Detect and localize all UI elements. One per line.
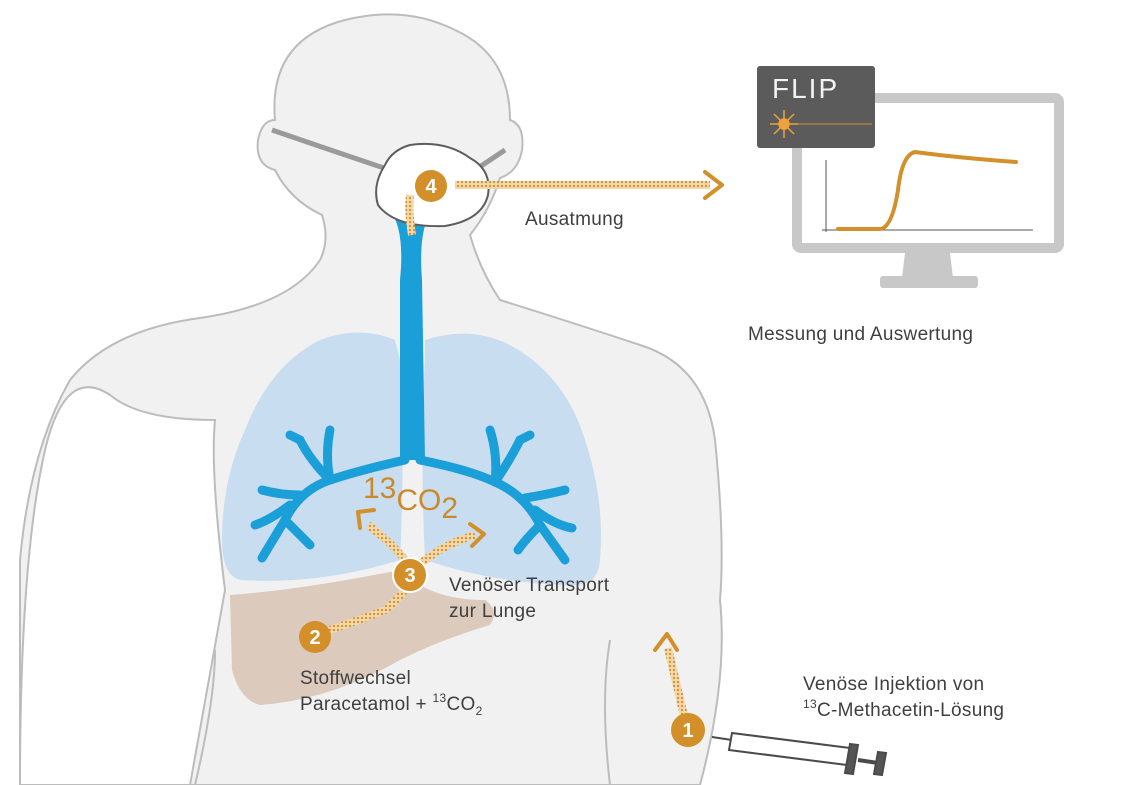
arrow-heads xyxy=(356,170,724,652)
svg-text:2: 2 xyxy=(309,627,320,649)
step-badge-4: 4 xyxy=(415,170,447,202)
step-badge-2: 2 xyxy=(299,621,331,653)
arm-inner-line xyxy=(604,639,611,785)
laser-icon xyxy=(770,110,872,138)
step-badge-3: 3 xyxy=(392,557,428,593)
syringe-icon xyxy=(711,731,888,777)
metabolism-label-line2: Paracetamol + 13CO2 xyxy=(300,691,483,718)
liver xyxy=(230,570,494,705)
svg-text:1: 1 xyxy=(682,720,693,742)
svg-text:4: 4 xyxy=(425,176,437,198)
left-arm-line xyxy=(194,649,216,785)
step-badge-1: 1 xyxy=(671,713,705,747)
bronchi xyxy=(250,425,577,565)
metabolism-label-line1: Stoffwechsel xyxy=(300,668,411,689)
measurement-label: Messung und Auswertung xyxy=(748,324,973,345)
injection-label-line2: 13C-Methacetin-Lösung xyxy=(803,697,1004,721)
measurement-curve xyxy=(836,149,1018,231)
co2-label: 13CO2 xyxy=(363,472,458,525)
trachea xyxy=(390,210,432,460)
flip-device: FLIP xyxy=(757,66,875,148)
svg-text:3: 3 xyxy=(404,565,415,587)
flip-label: FLIP xyxy=(772,73,839,104)
exhale-label: Ausatmung xyxy=(525,209,624,230)
transport-label-line2: zur Lunge xyxy=(449,601,536,622)
injection-label-line1: Venöse Injektion von xyxy=(803,674,984,695)
transport-label-line1: Venöser Transport xyxy=(449,575,610,596)
